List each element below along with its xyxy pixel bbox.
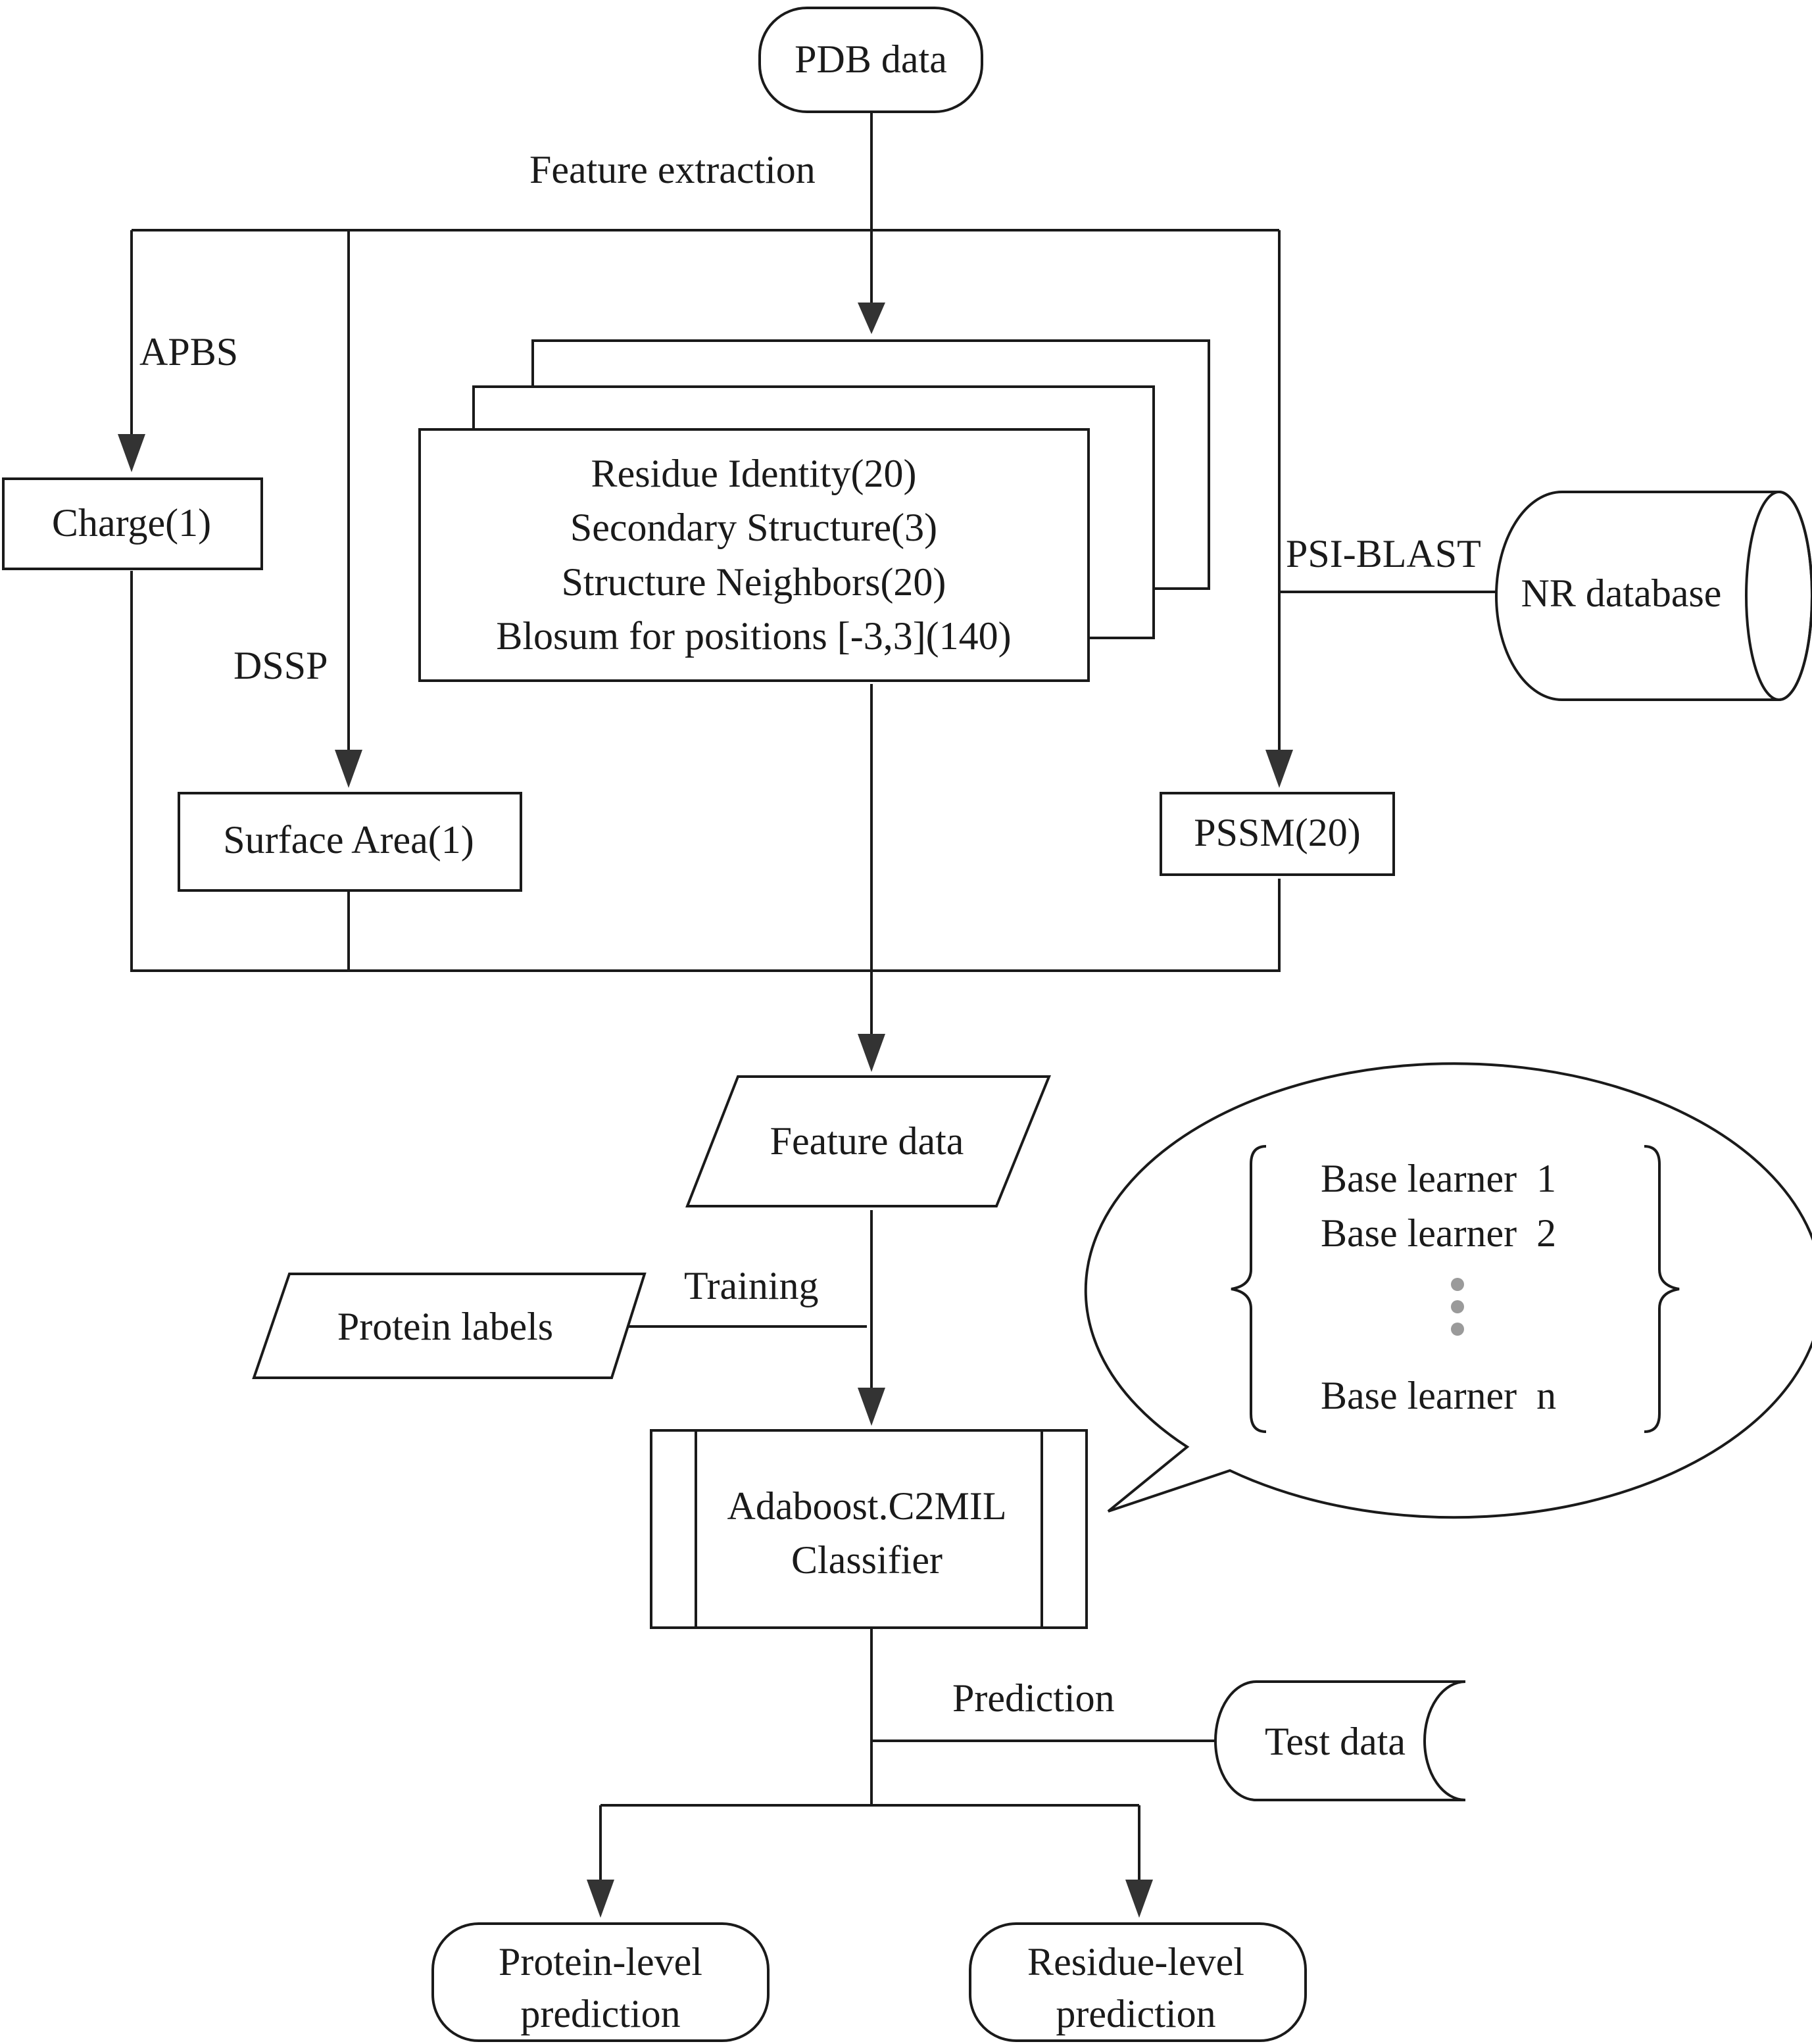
arrowhead-residue-level xyxy=(1125,1880,1153,1918)
test-data-node: Test data xyxy=(1214,1680,1466,1801)
feature-extraction-label: Feature extraction xyxy=(529,148,816,191)
base-learner-callout: Base learner 1 Base learner 2 Base learn… xyxy=(1084,1062,1812,1519)
psi-blast-label: PSI-BLAST xyxy=(1286,532,1481,575)
charge-label: Charge(1) xyxy=(52,501,211,545)
arrowhead-protein-level xyxy=(587,1880,614,1918)
feature-structure-neighbors: Structure Neighbors(20) xyxy=(562,560,946,604)
arrowhead-features xyxy=(858,303,885,334)
charge-node: Charge(1) xyxy=(2,477,263,570)
feature-stack-front xyxy=(418,428,1090,682)
right-brace xyxy=(1644,1145,1680,1433)
protein-level-line2: prediction xyxy=(520,1992,680,2035)
surface-area-label: Surface Area(1) xyxy=(223,818,474,862)
residue-level-line2: prediction xyxy=(1056,1992,1215,2035)
classifier-line1: Adaboost.C2MIL xyxy=(727,1484,1007,1528)
feature-secondary-structure: Secondary Structure(3) xyxy=(570,506,937,549)
base-learner-2: Base learner 2 xyxy=(1321,1211,1556,1255)
arrowhead-pssm xyxy=(1265,750,1293,788)
protein-labels-node: Protein labels xyxy=(252,1273,647,1379)
feature-stack: Residue Identity(20) Secondary Structure… xyxy=(418,339,1210,682)
protein-labels-label: Protein labels xyxy=(337,1305,553,1348)
classifier-line2: Classifier xyxy=(791,1538,943,1582)
pssm-node: PSSM(20) xyxy=(1160,792,1395,876)
test-data-label: Test data xyxy=(1265,1720,1406,1763)
residue-level-prediction-node: Residue-level prediction xyxy=(969,1922,1307,2042)
arrowhead-feature-data xyxy=(858,1034,885,1072)
arrowhead-surface-area xyxy=(335,750,362,788)
protein-level-line1: Protein-level xyxy=(499,1940,702,1983)
arrowhead-charge xyxy=(118,434,145,472)
apbs-label: APBS xyxy=(139,330,238,374)
arrowheads xyxy=(118,303,1293,1918)
base-learner-1: Base learner 1 xyxy=(1321,1157,1556,1200)
ellipsis-dot xyxy=(1451,1300,1464,1313)
feature-residue-identity: Residue Identity(20) xyxy=(591,452,917,495)
classifier-node: Adaboost.C2MIL Classifier xyxy=(650,1429,1088,1629)
pdb-data-label: PDB data xyxy=(795,37,947,81)
feature-blosum: Blosum for positions [-3,3](140) xyxy=(496,614,1011,658)
prediction-label: Prediction xyxy=(952,1676,1115,1720)
dssp-label: DSSP xyxy=(233,644,328,687)
surface-area-node: Surface Area(1) xyxy=(178,792,522,892)
nr-database-node: NR database xyxy=(1495,491,1812,701)
feature-data-label: Feature data xyxy=(770,1119,964,1163)
left-brace xyxy=(1231,1145,1267,1433)
protein-level-prediction-node: Protein-level prediction xyxy=(431,1922,770,2042)
arrowhead-classifier xyxy=(858,1388,885,1426)
training-label: Training xyxy=(684,1264,819,1307)
ellipsis-dot xyxy=(1451,1323,1464,1336)
residue-level-line1: Residue-level xyxy=(1027,1940,1244,1983)
connector-lines xyxy=(130,92,1496,1884)
base-learner-n: Base learner n xyxy=(1321,1374,1556,1417)
pdb-data-node: PDB data xyxy=(758,7,983,113)
ellipsis-dot xyxy=(1451,1278,1464,1291)
feature-data-node: Feature data xyxy=(685,1075,1051,1207)
pssm-label: PSSM(20) xyxy=(1194,811,1360,854)
nr-database-label: NR database xyxy=(1521,572,1722,615)
